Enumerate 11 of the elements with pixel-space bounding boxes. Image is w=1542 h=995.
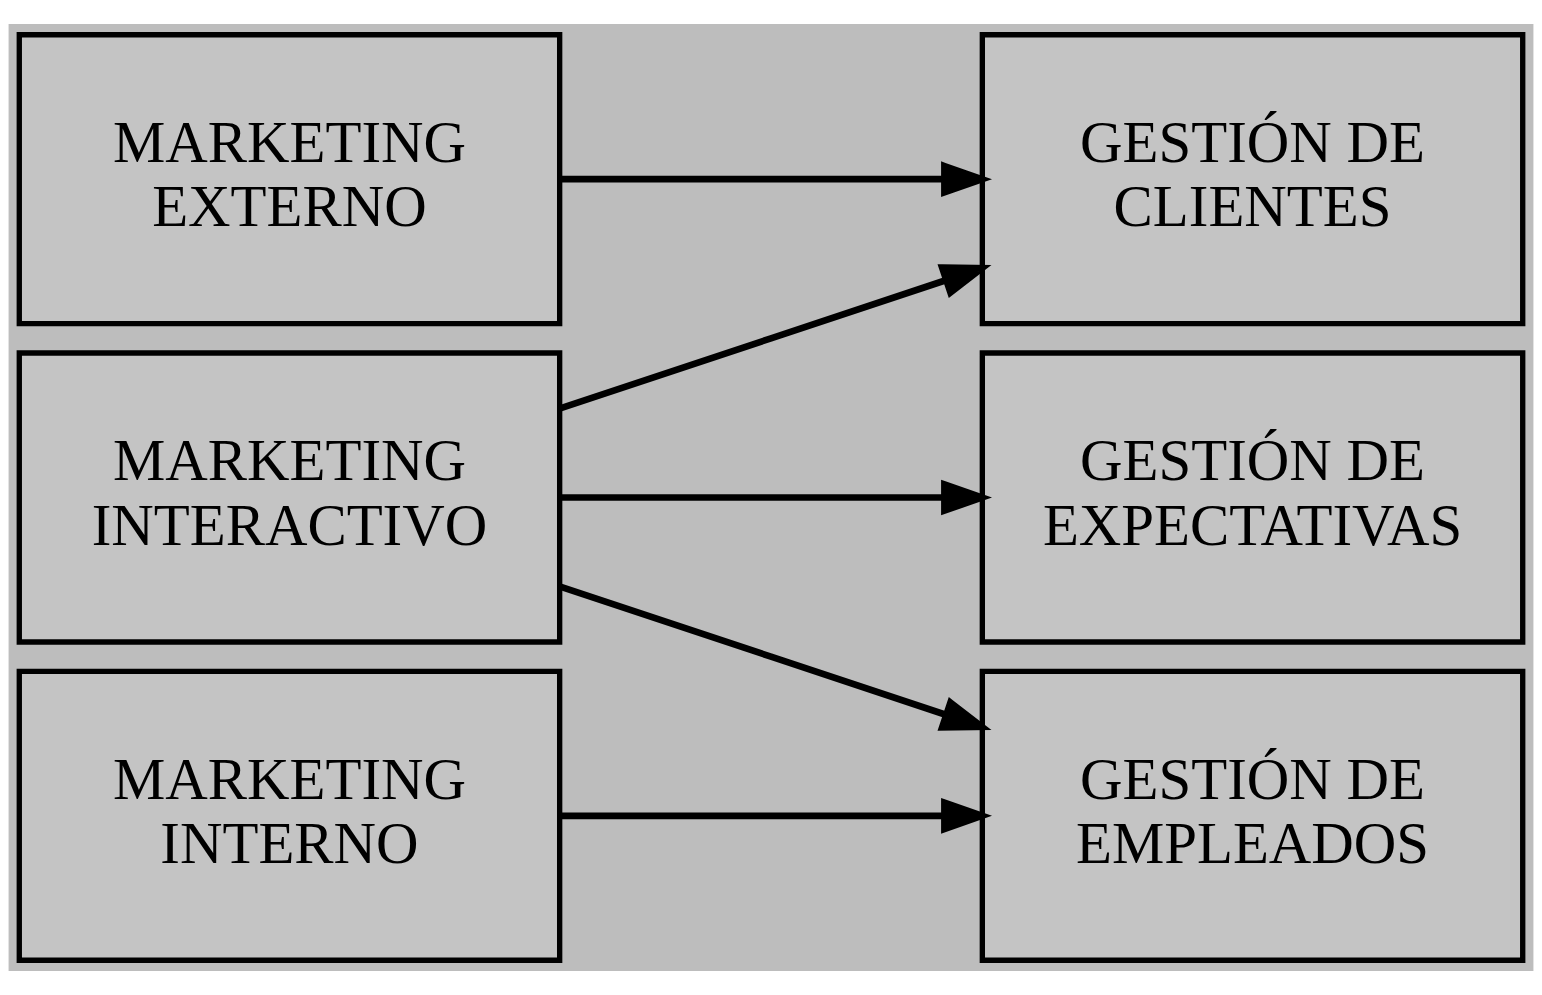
node-box: GESTIÓN DE EMPLEADOS — [979, 668, 1526, 963]
node-box: MARKETING INTERACTIVO — [16, 350, 563, 645]
arrow — [560, 161, 992, 197]
arrow — [560, 479, 992, 516]
arrow — [559, 264, 992, 412]
arrow — [559, 583, 992, 731]
node-box: GESTIÓN DE EXPECTATIVAS — [979, 350, 1526, 645]
node-box: GESTIÓN DE CLIENTES — [979, 32, 1526, 327]
node-box: MARKETING INTERNO — [16, 668, 563, 963]
node-box: MARKETING EXTERNO — [16, 32, 563, 327]
arrow — [560, 798, 992, 834]
